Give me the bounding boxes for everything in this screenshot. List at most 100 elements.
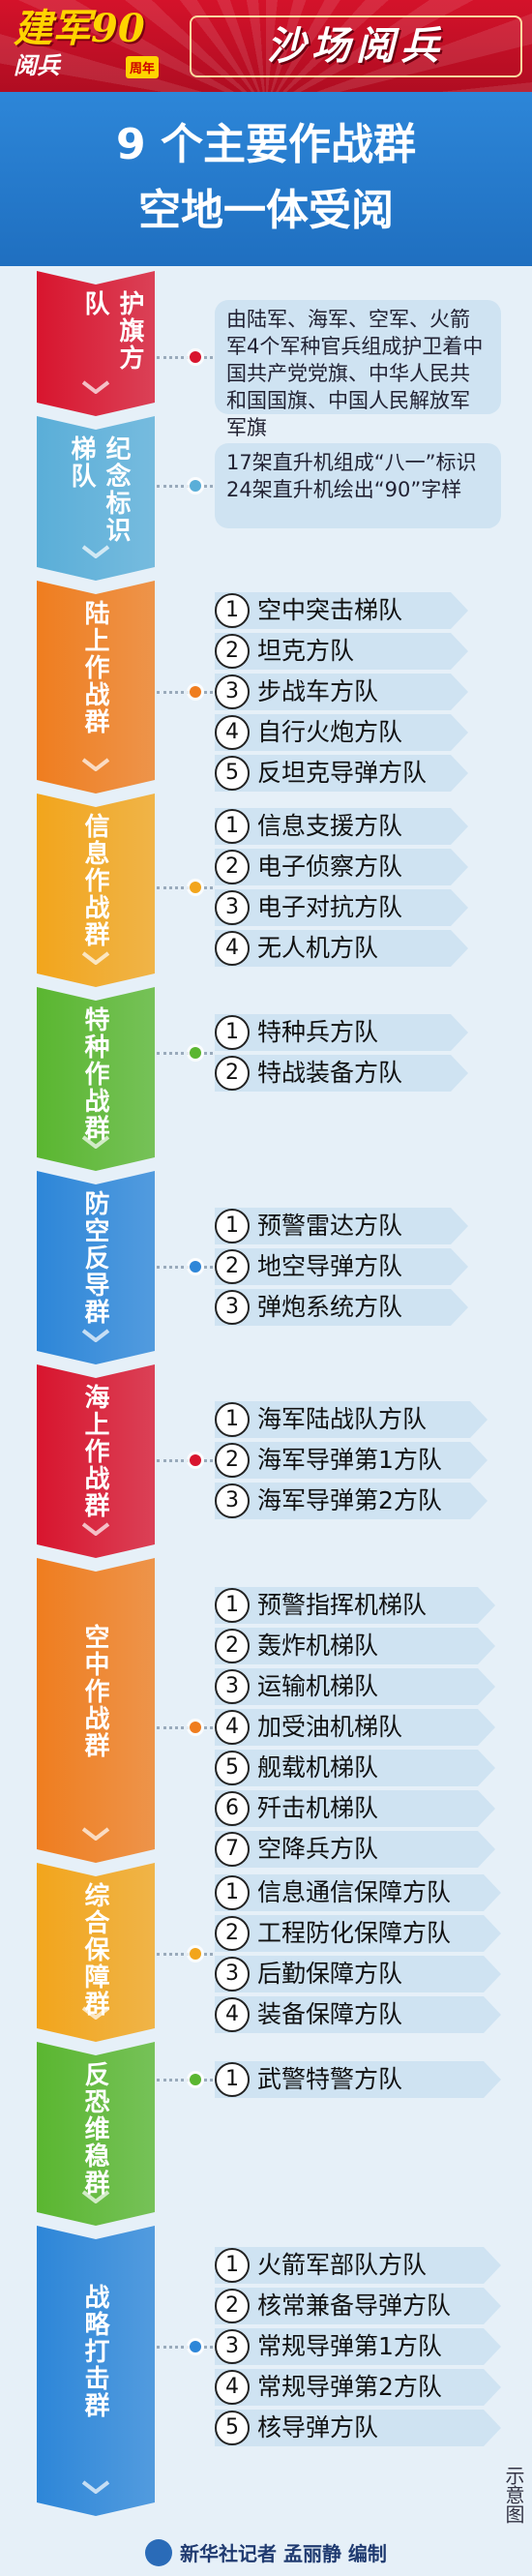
unit-name: 信息通信保障方队 xyxy=(257,1878,452,1906)
group-segment: 战略打击群 xyxy=(37,2226,155,2516)
group-segment: 特种作战群 xyxy=(37,987,155,1171)
chevron-down-icon xyxy=(81,379,110,393)
group-segment: 空中作战群 xyxy=(37,1558,155,1863)
unit-number: 2 xyxy=(215,1443,250,1478)
chevron-down-icon xyxy=(81,950,110,964)
group-segment: 护旗方队 xyxy=(37,271,155,416)
logo-tag-text: 周年 xyxy=(126,56,160,78)
connector-dot-icon xyxy=(190,1047,201,1059)
group-label: 反恐维稳群 xyxy=(80,2061,109,2197)
unit-number: 2 xyxy=(215,1249,250,1284)
unit-number: 7 xyxy=(215,1832,250,1867)
group-label: 特种作战群 xyxy=(80,1006,109,1142)
unit-name: 电子对抗方队 xyxy=(257,893,403,921)
unit-name: 电子侦察方队 xyxy=(257,853,403,881)
unit-number: 1 xyxy=(215,1209,250,1243)
connector-line xyxy=(157,2079,213,2082)
unit-name: 运输机梯队 xyxy=(257,1672,379,1700)
unit-name: 核导弹方队 xyxy=(257,2413,379,2441)
unit-number: 5 xyxy=(215,756,250,791)
unit-name: 武警特警方队 xyxy=(257,2065,403,2093)
chevron-down-icon xyxy=(81,757,110,770)
headline-line-1: 9 个主要作战群 xyxy=(116,120,416,169)
unit-number: 1 xyxy=(215,1588,250,1623)
unit-name: 海军导弹第1方队 xyxy=(257,1446,442,1474)
unit-number: 1 xyxy=(215,809,250,844)
unit-name: 核常兼备导弹方队 xyxy=(257,2291,452,2320)
footer: 新华社记者 孟丽静 编制 示意图 xyxy=(0,2466,532,2576)
page-title: 沙场阅兵 xyxy=(190,15,522,77)
connector-line xyxy=(157,485,213,488)
connector-line xyxy=(157,1953,213,1956)
unit-number: 4 xyxy=(215,1710,250,1745)
unit-number: 3 xyxy=(215,890,250,925)
connector-line xyxy=(157,691,213,694)
unit-number: 1 xyxy=(215,2248,250,2283)
connector-line xyxy=(157,1459,213,1462)
logo-sub-text: 阅兵 xyxy=(14,51,60,79)
connector-dot-icon xyxy=(190,1454,201,1466)
connector-line xyxy=(157,2346,213,2349)
unit-number: 1 xyxy=(215,1875,250,1910)
unit-number: 2 xyxy=(215,2289,250,2323)
chevron-down-icon xyxy=(81,544,110,557)
logo-main-text: 建军90 xyxy=(14,6,145,51)
unit-name: 常规导弹第2方队 xyxy=(257,2373,442,2401)
connector-line xyxy=(157,1726,213,1729)
unit-name: 地空导弹方队 xyxy=(257,1252,403,1280)
unit-name: 工程防化保障方队 xyxy=(257,1919,452,1947)
unit-number: 2 xyxy=(215,850,250,884)
group-segment: 海上作战群 xyxy=(37,1364,155,1558)
connector-dot-icon xyxy=(190,686,201,698)
unit-number: 1 xyxy=(215,593,250,628)
group-label: 护旗方队 xyxy=(80,290,144,372)
footer-credit: 新华社记者 孟丽静 编制 xyxy=(180,2542,387,2565)
unit-name: 空降兵方队 xyxy=(257,1835,379,1863)
schematic-note: 示意图 xyxy=(502,2466,525,2524)
group-label: 战略打击群 xyxy=(80,2284,109,2419)
connector-dot-icon xyxy=(190,2074,201,2085)
unit-number: 6 xyxy=(215,1791,250,1826)
chevron-down-icon xyxy=(81,2479,110,2493)
unit-name: 无人机方队 xyxy=(257,934,379,962)
connector-line xyxy=(157,1266,213,1269)
chevron-down-icon xyxy=(81,1826,110,1840)
unit-number: 4 xyxy=(215,715,250,750)
unit-number: 3 xyxy=(215,674,250,709)
connector-line xyxy=(157,886,213,889)
unit-name: 常规导弹第1方队 xyxy=(257,2332,442,2360)
unit-number: 3 xyxy=(215,2329,250,2364)
headline-line-2: 空地一体受阅 xyxy=(138,186,394,235)
group-segment: 反恐维稳群 xyxy=(37,2042,155,2226)
unit-number: 3 xyxy=(215,1957,250,1992)
connector-dot-icon xyxy=(190,1948,201,1960)
group-segment: 陆上作战群 xyxy=(37,581,155,794)
unit-name: 舰载机梯队 xyxy=(257,1753,379,1782)
connector-dot-icon xyxy=(190,480,201,492)
unit-name: 信息支援方队 xyxy=(257,812,403,840)
unit-number: 1 xyxy=(215,1015,250,1050)
unit-name: 步战车方队 xyxy=(257,677,379,705)
unit-number: 3 xyxy=(215,1483,250,1518)
